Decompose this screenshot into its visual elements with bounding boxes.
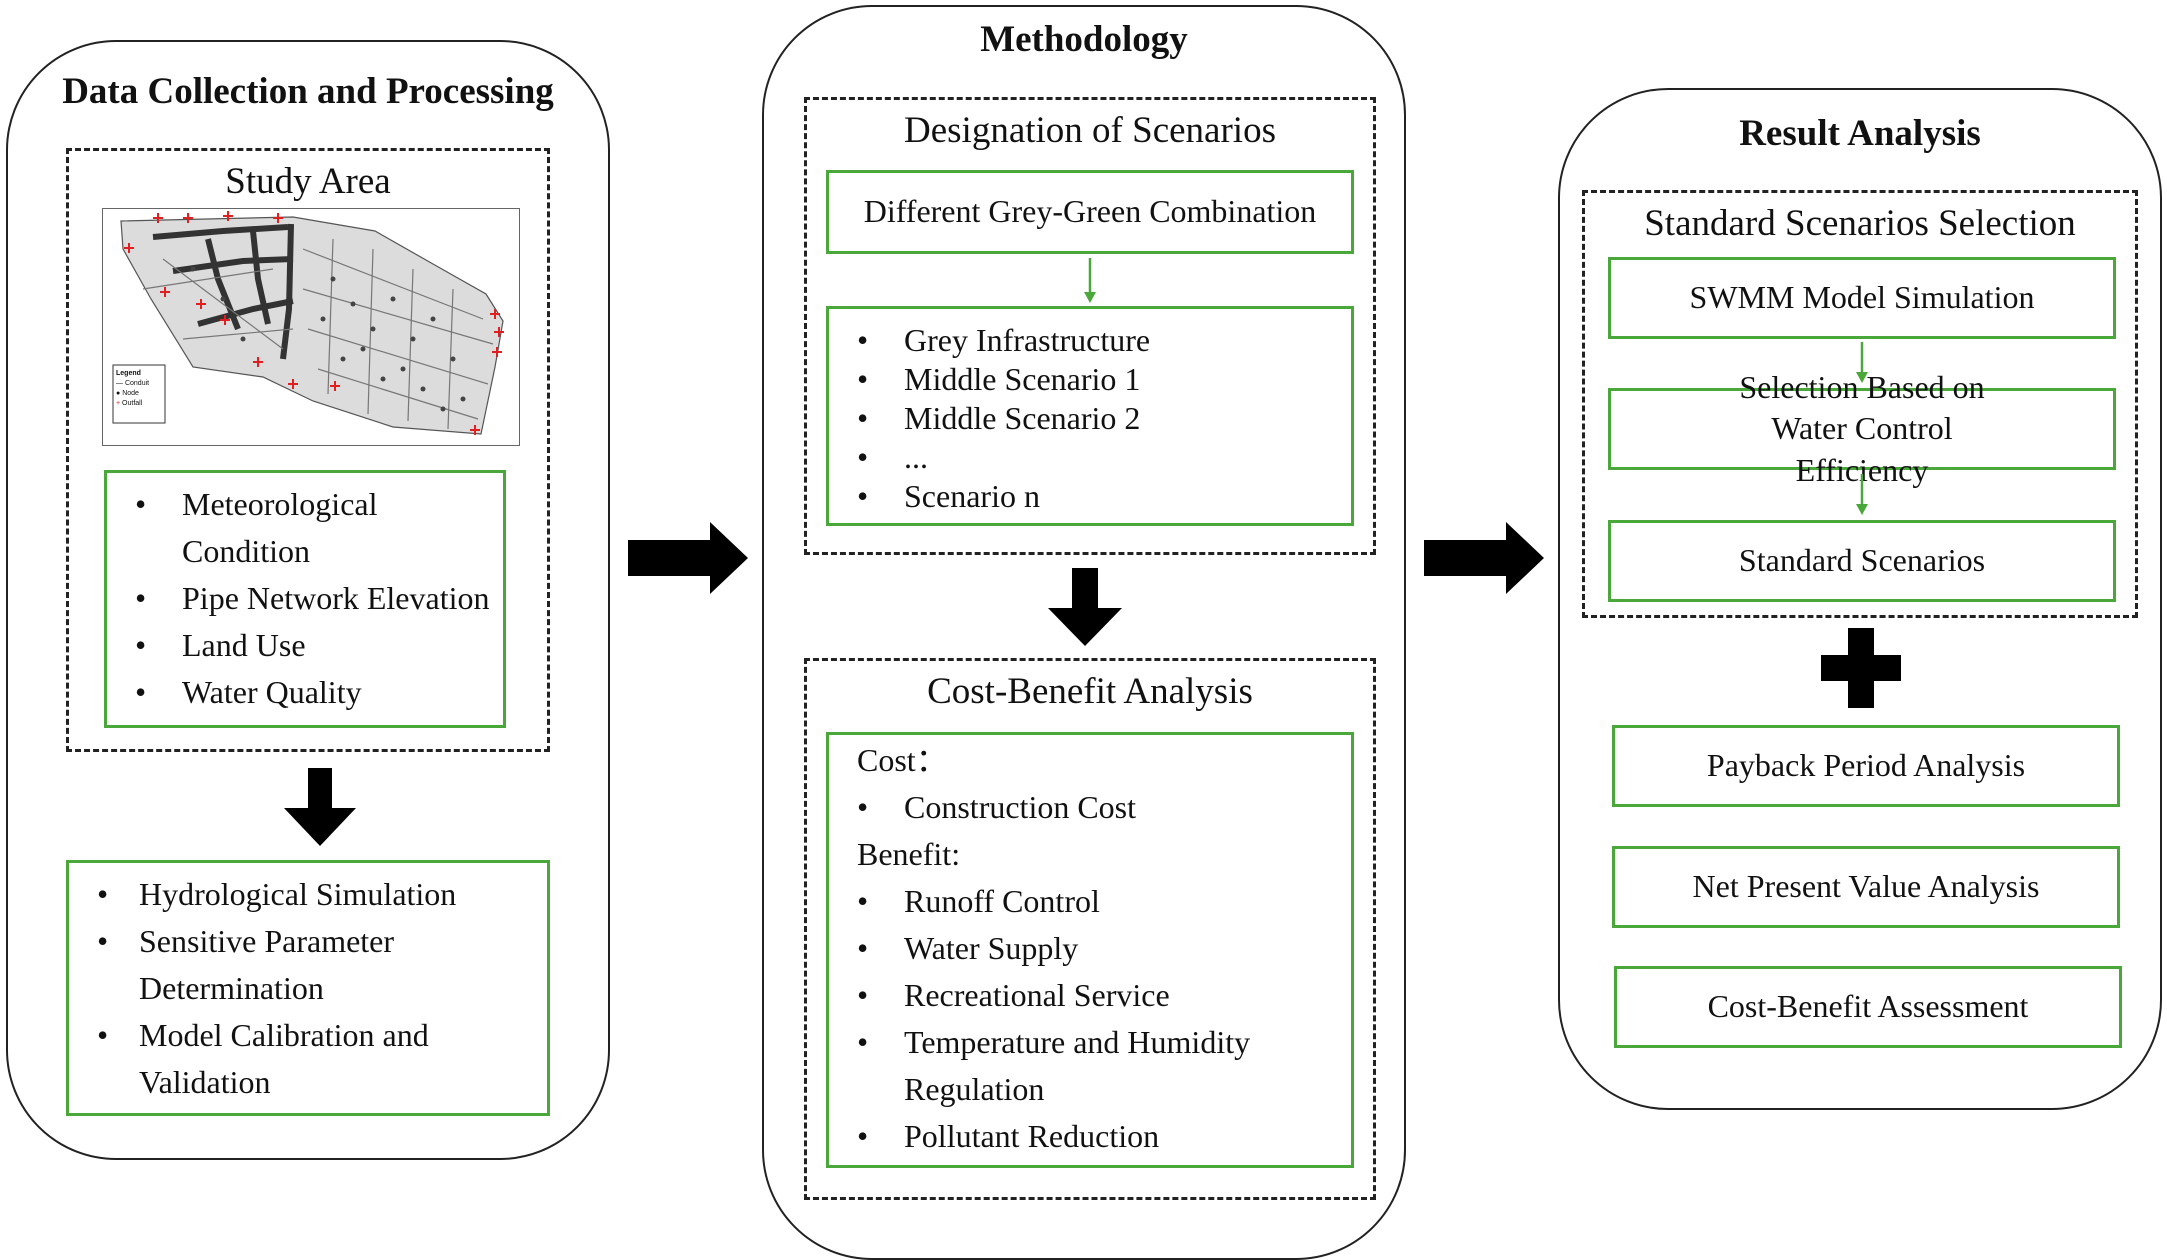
processing-calibration: Model Calibration and Validation bbox=[69, 1012, 547, 1106]
map-legend-node: ● Node bbox=[116, 390, 139, 397]
map-legend-outfall: + Outfall bbox=[116, 400, 143, 407]
arrow-methodology-to-result bbox=[1424, 522, 1544, 594]
processing-box: Hydrological Simulation Sensitive Parame… bbox=[66, 860, 550, 1116]
data-collection-title: Data Collection and Processing bbox=[62, 71, 554, 112]
payback-period-box: Payback Period Analysis bbox=[1612, 725, 2120, 807]
cost-benefit-box bbox=[804, 658, 1376, 1200]
benefit-label: Benefit: bbox=[857, 836, 961, 872]
factor-pipe-network: Pipe Network Elevation bbox=[107, 575, 503, 622]
benefit-runoff: Runoff Control bbox=[829, 878, 1351, 925]
data-factors-box: Meteorological Condition Pipe Network El… bbox=[104, 470, 506, 728]
result-title: Result Analysis bbox=[1739, 113, 1981, 154]
processing-hydrological: Hydrological Simulation bbox=[69, 871, 547, 918]
methodology-title: Methodology bbox=[980, 19, 1188, 60]
designation-title: Designation of Scenarios bbox=[904, 110, 1276, 151]
study-area-title: Study Area bbox=[225, 161, 391, 202]
cost-benefit-assessment-box: Cost-Benefit Assessment bbox=[1614, 966, 2122, 1048]
scenario-grey: Grey Infrastructure bbox=[829, 321, 1351, 360]
processing-sensitive: Sensitive Parameter Determination bbox=[69, 918, 547, 1012]
selection-box bbox=[1582, 190, 2138, 618]
map-legend-conduit: — Conduit bbox=[116, 380, 150, 387]
cost-benefit-content-box: Cost： Construction Cost Benefit: Runoff … bbox=[826, 732, 1354, 1168]
benefit-pollutant: Pollutant Reduction bbox=[829, 1113, 1351, 1160]
benefit-water-supply: Water Supply bbox=[829, 925, 1351, 972]
factor-land-use: Land Use bbox=[107, 622, 503, 669]
processing-list: Hydrological Simulation Sensitive Parame… bbox=[69, 871, 547, 1106]
scenario-ellipsis: ... bbox=[829, 438, 1351, 477]
map-legend: Legend — Conduit ● Node + Outfall bbox=[116, 369, 164, 409]
scenarios-box: Grey Infrastructure Middle Scenario 1 Mi… bbox=[826, 306, 1354, 526]
scenario-n: Scenario n bbox=[829, 477, 1351, 516]
selection-title: Standard Scenarios Selection bbox=[1644, 203, 2076, 244]
swmm-simulation-box: SWMM Model Simulation bbox=[1608, 257, 2116, 339]
water-control-selection-box: Selection Based on Water Control Efficie… bbox=[1608, 369, 2116, 488]
study-area-box bbox=[66, 148, 550, 752]
cost-label: Cost： bbox=[857, 742, 948, 778]
data-factors-list: Meteorological Condition Pipe Network El… bbox=[107, 481, 503, 716]
cost-benefit-title: Cost-Benefit Analysis bbox=[927, 671, 1253, 712]
scenarios-list: Grey Infrastructure Middle Scenario 1 Mi… bbox=[829, 321, 1351, 516]
benefit-temperature: Temperature and Humidity Regulation bbox=[829, 1019, 1351, 1113]
study-area-map: Legend — Conduit ● Node + Outfall bbox=[102, 208, 520, 446]
factor-water-quality: Water Quality bbox=[107, 669, 503, 716]
designation-box bbox=[804, 97, 1376, 555]
net-present-value-box: Net Present Value Analysis bbox=[1612, 846, 2120, 928]
map-legend-title: Legend bbox=[116, 370, 141, 377]
benefit-recreational: Recreational Service bbox=[829, 972, 1351, 1019]
standard-scenarios-box: Standard Scenarios bbox=[1608, 520, 2116, 602]
pipe-network-map-graphic bbox=[112, 211, 504, 435]
cost-construction: Construction Cost bbox=[829, 784, 1351, 831]
scenario-middle-2: Middle Scenario 2 bbox=[829, 399, 1351, 438]
cost-list: Construction Cost bbox=[829, 784, 1351, 831]
scenario-middle-1: Middle Scenario 1 bbox=[829, 360, 1351, 399]
grey-green-combination-box: Different Grey-Green Combination bbox=[826, 170, 1354, 254]
benefit-list: Runoff Control Water Supply Recreational… bbox=[829, 878, 1351, 1160]
factor-meteorological: Meteorological Condition bbox=[107, 481, 503, 575]
arrow-data-to-methodology bbox=[628, 522, 748, 594]
